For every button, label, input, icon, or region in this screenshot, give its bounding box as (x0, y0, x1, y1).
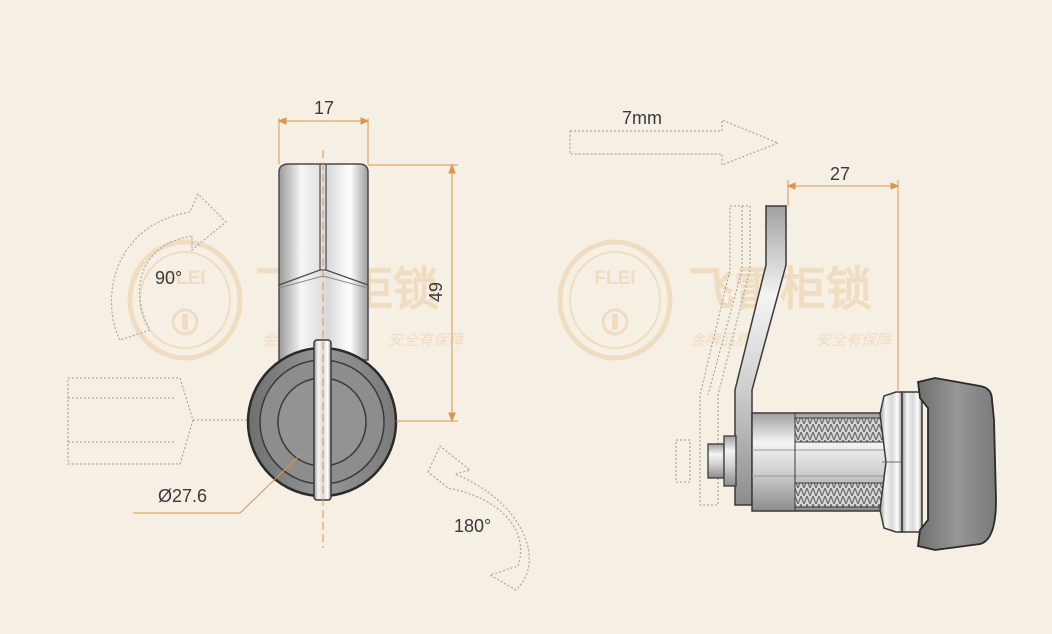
lock-face (246, 339, 398, 501)
dim-diameter: Ø27.6 (158, 486, 207, 506)
hex-nut (879, 391, 903, 533)
dim-offset-7mm: 7mm (622, 108, 662, 128)
rotation-90-arrow (110, 192, 227, 341)
flange (901, 391, 923, 533)
watermark-right: FLEI 飞雷柜锁 金牌品质 安全有保障 (557, 239, 893, 361)
watermark-logo-text: FLEI (164, 268, 205, 289)
key-knob-side (917, 377, 997, 551)
rotation-180-label: 180° (454, 516, 491, 536)
dimension-lines-side (786, 180, 900, 392)
door-panel-outline (67, 377, 255, 465)
watermark-logo-text-2: FLEI (594, 268, 635, 289)
dim-height-49: 49 (426, 282, 446, 302)
ghost-cam-outline (675, 205, 751, 506)
rotation-90-label: 90° (155, 268, 182, 288)
dim-length-27: 27 (830, 164, 850, 184)
rotation-180-arrow (427, 445, 530, 591)
offset-arrow (569, 119, 780, 166)
dim-width-17: 17 (314, 98, 334, 118)
watermark-slogan-left-2: 金牌品质 (690, 331, 752, 349)
watermark-slogan-right: 安全有保障 (388, 331, 465, 349)
end-nut (707, 435, 737, 487)
watermark-slogan-right-2: 安全有保障 (816, 331, 893, 349)
threaded-body (751, 412, 887, 512)
dimension-lines-front (133, 117, 458, 548)
